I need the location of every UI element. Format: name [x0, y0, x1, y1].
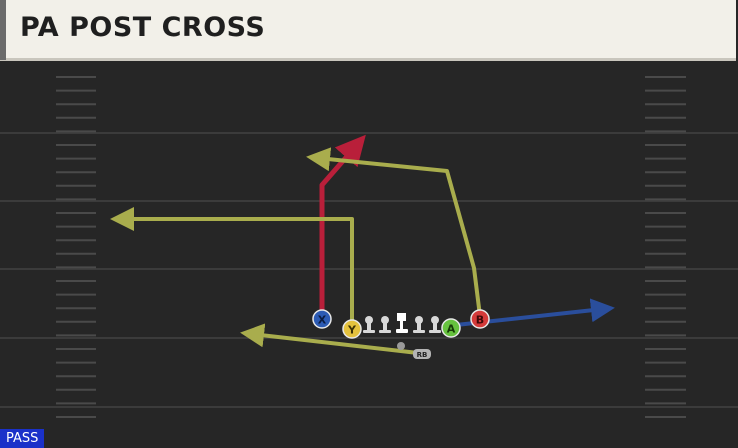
route-b-deep-cross: [306, 147, 482, 317]
header-stripe: [0, 0, 6, 60]
lineman-icon: [413, 316, 425, 333]
y-label: Y: [347, 324, 357, 337]
route-y-corner: [110, 207, 354, 326]
hash-marks-left: [56, 76, 96, 418]
player-a[interactable]: A: [441, 318, 461, 338]
b-button-icon: [470, 309, 490, 329]
a-button-icon: [441, 318, 461, 338]
x-label: X: [318, 314, 327, 327]
lineman-icon: [363, 316, 375, 333]
offensive-line: [363, 313, 441, 333]
lineman-icon: [429, 316, 441, 333]
a-label: A: [447, 323, 456, 336]
player-b[interactable]: B: [470, 309, 490, 329]
b-label: B: [476, 314, 484, 327]
player-y[interactable]: Y: [342, 319, 362, 339]
rb-label: RB: [417, 351, 428, 359]
center-icon: [396, 313, 408, 333]
play-field: RB X Y A B: [0, 76, 738, 418]
play-header: PA POST CROSS: [0, 0, 738, 61]
rb-marker-icon: [413, 349, 431, 359]
y-button-icon: [342, 319, 362, 339]
player-rb[interactable]: RB: [413, 349, 431, 359]
x-button-icon: [312, 309, 332, 329]
hash-marks-right: [645, 76, 686, 418]
yard-lines: [0, 132, 738, 408]
player-x[interactable]: X: [312, 309, 332, 329]
play-title: PA POST CROSS: [20, 12, 266, 43]
pass-mode-badge: PASS: [0, 429, 45, 448]
lineman-icon: [379, 316, 391, 333]
header-background: [0, 0, 736, 61]
quarterback-marker: [397, 342, 405, 350]
route-rb-flat: [240, 323, 419, 355]
